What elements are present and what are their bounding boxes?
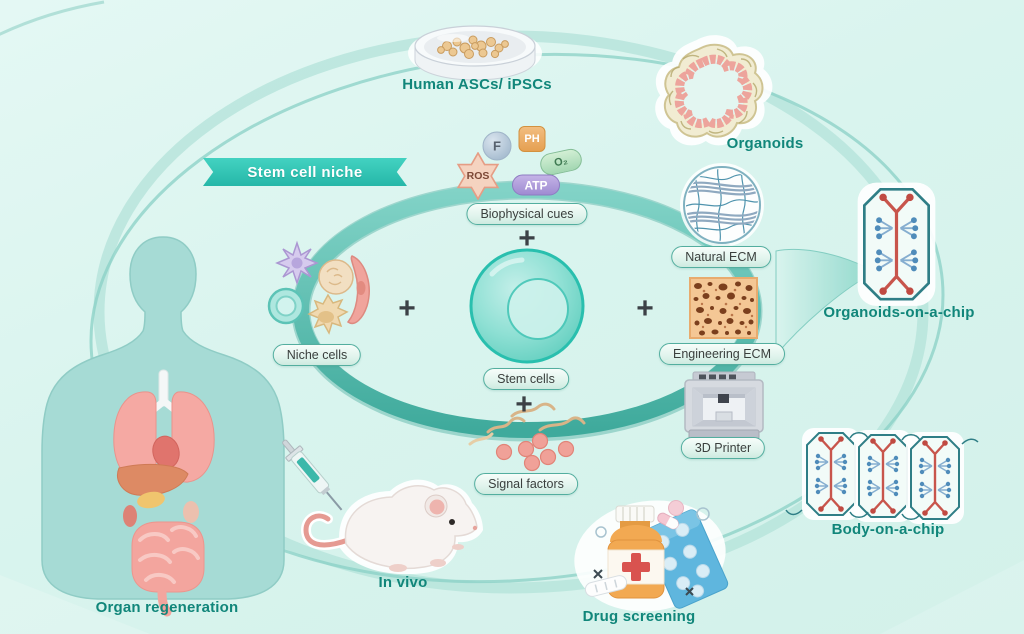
plus-sign-bottom: + xyxy=(515,388,533,421)
pill-natural-ecm: Natural ECM xyxy=(671,246,771,268)
pill-engineering-ecm: Engineering ECM xyxy=(659,343,785,365)
signal-factors-illustration xyxy=(468,402,586,472)
plus-sign-top: + xyxy=(518,222,536,255)
organoid-illustration xyxy=(655,35,773,146)
organoids-on-a-chip-illustration xyxy=(857,182,936,306)
ros-label: ROS xyxy=(466,170,490,182)
drug-screening-illustration xyxy=(574,500,729,612)
plus-sign-left: + xyxy=(398,292,416,325)
banner-label: Stem cell niche xyxy=(247,163,363,181)
caption-organ-regeneration: Organ regeneration xyxy=(95,599,239,616)
pill-signal-factors: Signal factors xyxy=(474,473,578,495)
plus-sign-right: + xyxy=(636,292,654,325)
natural-ecm-illustration xyxy=(680,163,764,247)
pill-stem-cells: Stem cells xyxy=(483,368,569,390)
caption-in-vivo: In vivo xyxy=(378,574,428,591)
pill-3d-printer: 3D Printer xyxy=(680,437,766,459)
ros-star-icon xyxy=(456,152,500,200)
stem-cell-illustration xyxy=(469,248,585,364)
ros-molecule-icon: ROS xyxy=(454,152,502,200)
caption-organoids-on-chip: Organoids-on-a-chip xyxy=(823,304,975,321)
engineering-ecm-illustration xyxy=(689,277,758,339)
body-on-a-chip-illustration xyxy=(785,428,979,524)
caption-body-on-chip: Body-on-a-chip xyxy=(831,521,945,538)
caption-drug-screening: Drug screening xyxy=(582,608,696,625)
stem-cell-niche-banner: Stem cell niche xyxy=(203,158,407,186)
pill-biophysical-cues: Biophysical cues xyxy=(466,203,588,225)
caption-human-ascs: Human ASCs/ iPSCs xyxy=(402,76,552,93)
petri-dish-illustration xyxy=(408,25,542,81)
atp-molecule-icon: ATP xyxy=(512,174,560,196)
niche-cells-illustration xyxy=(267,240,370,335)
force-molecule-icon: F xyxy=(482,131,512,161)
funnel-connector xyxy=(775,249,869,357)
printer-3d-illustration xyxy=(684,371,764,440)
in-vivo-mouse-illustration xyxy=(282,439,483,575)
pill-niche-cells: Niche cells xyxy=(272,344,362,366)
ph-molecule-icon: PH xyxy=(518,126,546,152)
human-body-illustration xyxy=(41,236,285,617)
caption-organoids: Organoids xyxy=(726,135,804,152)
